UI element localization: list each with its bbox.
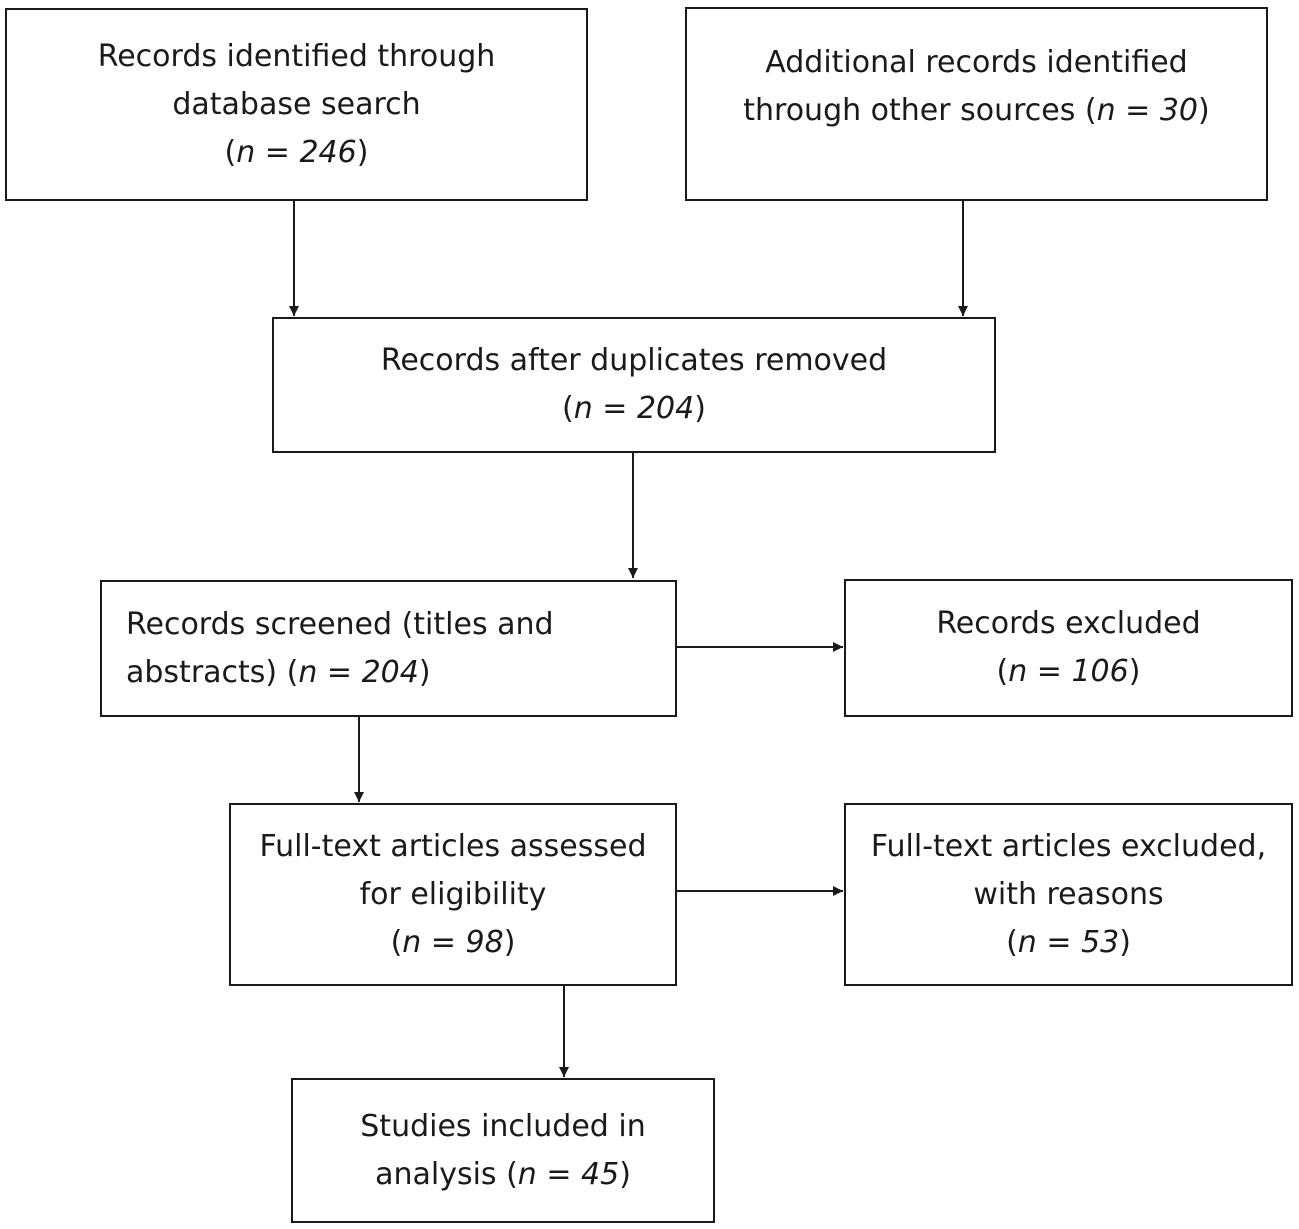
- box-count-line: (n = 204): [562, 385, 706, 433]
- box-label-text: analysis (: [375, 1156, 518, 1192]
- box-records-excluded: Records excluded (n = 106): [844, 579, 1293, 717]
- box-label-line: Additional records identified: [765, 45, 1188, 80]
- record-count: n = 204: [573, 391, 695, 426]
- box-fulltext-excluded: Full-text articles excluded, with reason…: [844, 803, 1293, 986]
- box-label-line: Records excluded: [936, 606, 1201, 641]
- record-count: n = 246: [236, 134, 357, 170]
- box-label-line: Full-text articles assessed: [259, 828, 647, 864]
- paren-open: (: [996, 654, 1009, 689]
- box-fulltext-assessed: Full-text articles assessed for eligibil…: [229, 803, 677, 986]
- box-label-line: for eligibility: [359, 876, 547, 912]
- box-records-database-search: Records identified through database sear…: [5, 8, 588, 201]
- box-label-text: through other sources (: [743, 93, 1097, 128]
- paren-open: (: [562, 391, 574, 426]
- box-additional-records: Additional records identified through ot…: [685, 7, 1268, 201]
- box-label-line: with reasons: [973, 876, 1164, 912]
- box-records-screened: Records screened (titles and abstracts) …: [100, 580, 677, 717]
- paren-close: ): [694, 391, 706, 426]
- box-count-line: (n = 246): [225, 129, 369, 177]
- paren-close: ): [1128, 654, 1141, 689]
- paren-open: (: [390, 924, 403, 960]
- paren-close: ): [503, 924, 516, 960]
- record-count: n = 204: [298, 654, 419, 690]
- box-count-line: (n = 98): [391, 919, 516, 967]
- box-label-line: database search: [172, 86, 421, 122]
- paren-open: (: [1006, 924, 1018, 960]
- box-studies-included: Studies included in analysis (n = 45): [291, 1078, 715, 1223]
- box-label-line: Full-text articles excluded,: [870, 828, 1267, 864]
- box-count-line: analysis (n = 45): [375, 1151, 631, 1199]
- box-count-line: through other sources (n = 30): [743, 87, 1210, 135]
- box-count-line: (n = 106): [997, 648, 1141, 696]
- box-count-line: abstracts) (n = 204): [126, 649, 431, 697]
- paren-close: ): [356, 134, 369, 170]
- box-records-after-duplicates: Records after duplicates removed (n = 20…: [272, 317, 996, 453]
- record-count: n = 30: [1096, 93, 1199, 128]
- paren-close: ): [1119, 924, 1131, 960]
- box-label-text: abstracts) (: [126, 654, 299, 690]
- paren-close: ): [1198, 93, 1210, 128]
- box-label-line: Records identified through: [97, 38, 496, 74]
- record-count: n = 53: [1017, 924, 1120, 960]
- box-label-line: Studies included in: [360, 1108, 646, 1144]
- box-label-line: Records screened (titles and: [126, 606, 554, 642]
- record-count: n = 106: [1008, 654, 1129, 689]
- paren-open: (: [224, 134, 237, 170]
- record-count: n = 98: [402, 924, 504, 960]
- box-label-line: Records after duplicates removed: [380, 343, 888, 378]
- paren-close: ): [619, 1156, 631, 1192]
- paren-close: ): [418, 654, 431, 690]
- box-count-line: (n = 53): [1006, 919, 1131, 967]
- record-count: n = 45: [517, 1156, 620, 1192]
